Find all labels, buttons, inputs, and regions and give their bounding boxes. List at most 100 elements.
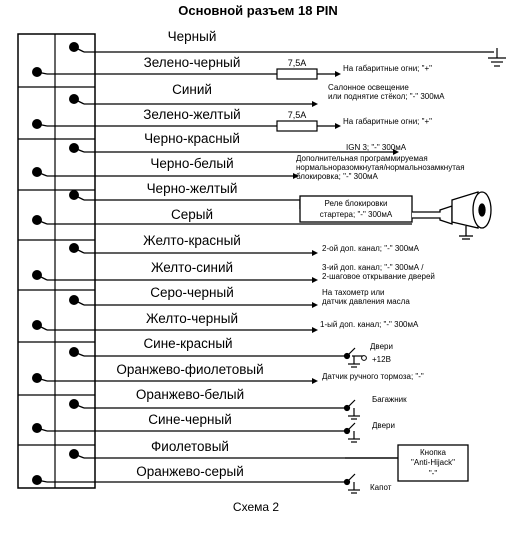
wire-13: Сине-красный Двери [73,336,393,357]
wire-lead [73,98,85,105]
arrow-icon [335,71,341,77]
wire-label: Желто-красный [143,233,241,248]
wire-lead [73,403,85,409]
button-text-1: Кнопка [420,448,447,457]
wire-lead [73,147,85,153]
wire-label: Серо-черный [150,285,234,300]
anti-hijack-box: Кнопка "Anti-Hijack" "-" [397,444,469,482]
wire-8: Серый [36,207,412,225]
wire-lead [36,377,48,382]
wire-label: Серый [171,207,213,222]
wire-lead [36,71,48,75]
wire-lead [36,427,48,432]
wire-note: Капот [370,483,392,492]
relay-text-2: стартера; "-" 300мА [320,210,393,219]
wire-label: Черно-желтый [147,181,238,196]
wire-lead [73,247,85,254]
button-text-3: "-" [429,469,438,478]
wire-note: Дополнительная программируемая [296,154,428,163]
wire-note: Датчик ручного тормоза; "-" [322,372,424,381]
arrow-icon [293,173,299,179]
plus12-label: +12В [372,355,391,364]
relay-box: Реле блокировки стартера; "-" 300мА [299,195,413,223]
wire-17: Фиолетовый [73,439,398,459]
arrow-icon [312,101,318,107]
wire-12: Желто-черный 1-ый доп. канал; "-" 300мА [36,311,419,333]
wire-lead [36,123,48,127]
wire-label: Зелено-желтый [143,107,240,122]
fuse-icon [276,120,318,132]
fuse-icon [276,68,318,80]
wire-label: Оранжево-фиолетовый [116,362,263,377]
siren-icon [412,191,492,240]
wire-note: Двери [372,421,395,430]
arrow-icon [312,302,318,308]
wire-note: датчик давления масла [322,297,410,306]
wire-note: Двери [370,342,393,351]
wire-note: IGN 3; "-" 300мА [346,143,407,152]
wire-7: Черно-желтый [73,181,300,201]
wire-lead [73,453,85,459]
button-text-2: "Anti-Hijack" [411,458,455,467]
relay-text-1: Реле блокировки [324,199,387,208]
wire-note: На габаритные огни; "+" [343,64,432,73]
arrow-icon [312,250,318,256]
wire-label: Желто-синий [151,260,233,275]
connector-18pin [17,33,96,489]
switch-icon [343,473,360,494]
wire-note: 2-шаговое открывание дверей [322,272,435,281]
wire-lead [73,194,85,201]
wire-9: Желто-красный 2-ой доп. канал; "-" 300мА [73,233,420,256]
arrow-icon [312,327,318,333]
wire-note: 1-ый доп. канал; "-" 300мА [320,320,419,329]
wire-label: Оранжево-белый [136,387,244,402]
wire-note: Багажник [372,395,407,404]
wire-label: Синий [172,82,212,97]
wire-note: Салонное освещение [328,83,409,92]
arrow-icon [312,277,318,283]
wire-6: Черно-белый Дополнительная программируема… [36,154,465,181]
switch-icon [343,399,360,420]
wire-note: 2-ой доп. канал; "-" 300мА [322,244,420,253]
wire-lead [36,171,48,177]
wire-lead [36,324,48,331]
wire-lead [73,299,85,306]
wire-lead [36,274,48,281]
diagram-title: Основной разъем 18 PIN [178,3,338,18]
wire-note: или поднятие стёкол; "-" 300мА [328,92,445,101]
wire-label: Черный [168,29,217,44]
diagram-caption: Схема 2 [233,500,279,514]
wire-list: Черный 7,5А Зелено-черный На габаритные огн… [36,29,494,494]
switch-icon [343,347,360,368]
wire-label: Фиолетовый [151,439,229,454]
wire-label: Черно-красный [144,131,240,146]
terminal-icon [361,355,367,361]
wire-note: блокировка; "-" 300мА [296,172,379,181]
wire-1: Черный [73,29,494,53]
wire-note: нормальноразомкнутая/нормальнозамкнутая [296,163,465,172]
fuse-label: 7,5А [288,110,307,120]
wire-label: Черно-белый [150,156,233,171]
fuse-label: 7,5А [288,58,307,68]
wire-lead [36,219,48,225]
wire-label: Сине-красный [143,336,232,351]
switch-icon [343,422,360,443]
arrow-icon [335,123,341,129]
wire-label: Желто-черный [146,311,238,326]
arrow-icon [312,378,318,384]
wire-lead [73,46,85,53]
wire-label: Зелено-черный [144,55,241,70]
wire-note: На тахометр или [322,288,384,297]
arrow-icon [393,149,399,155]
wire-2: 7,5А Зелено-черный На габаритные огни; "+" [36,55,432,80]
